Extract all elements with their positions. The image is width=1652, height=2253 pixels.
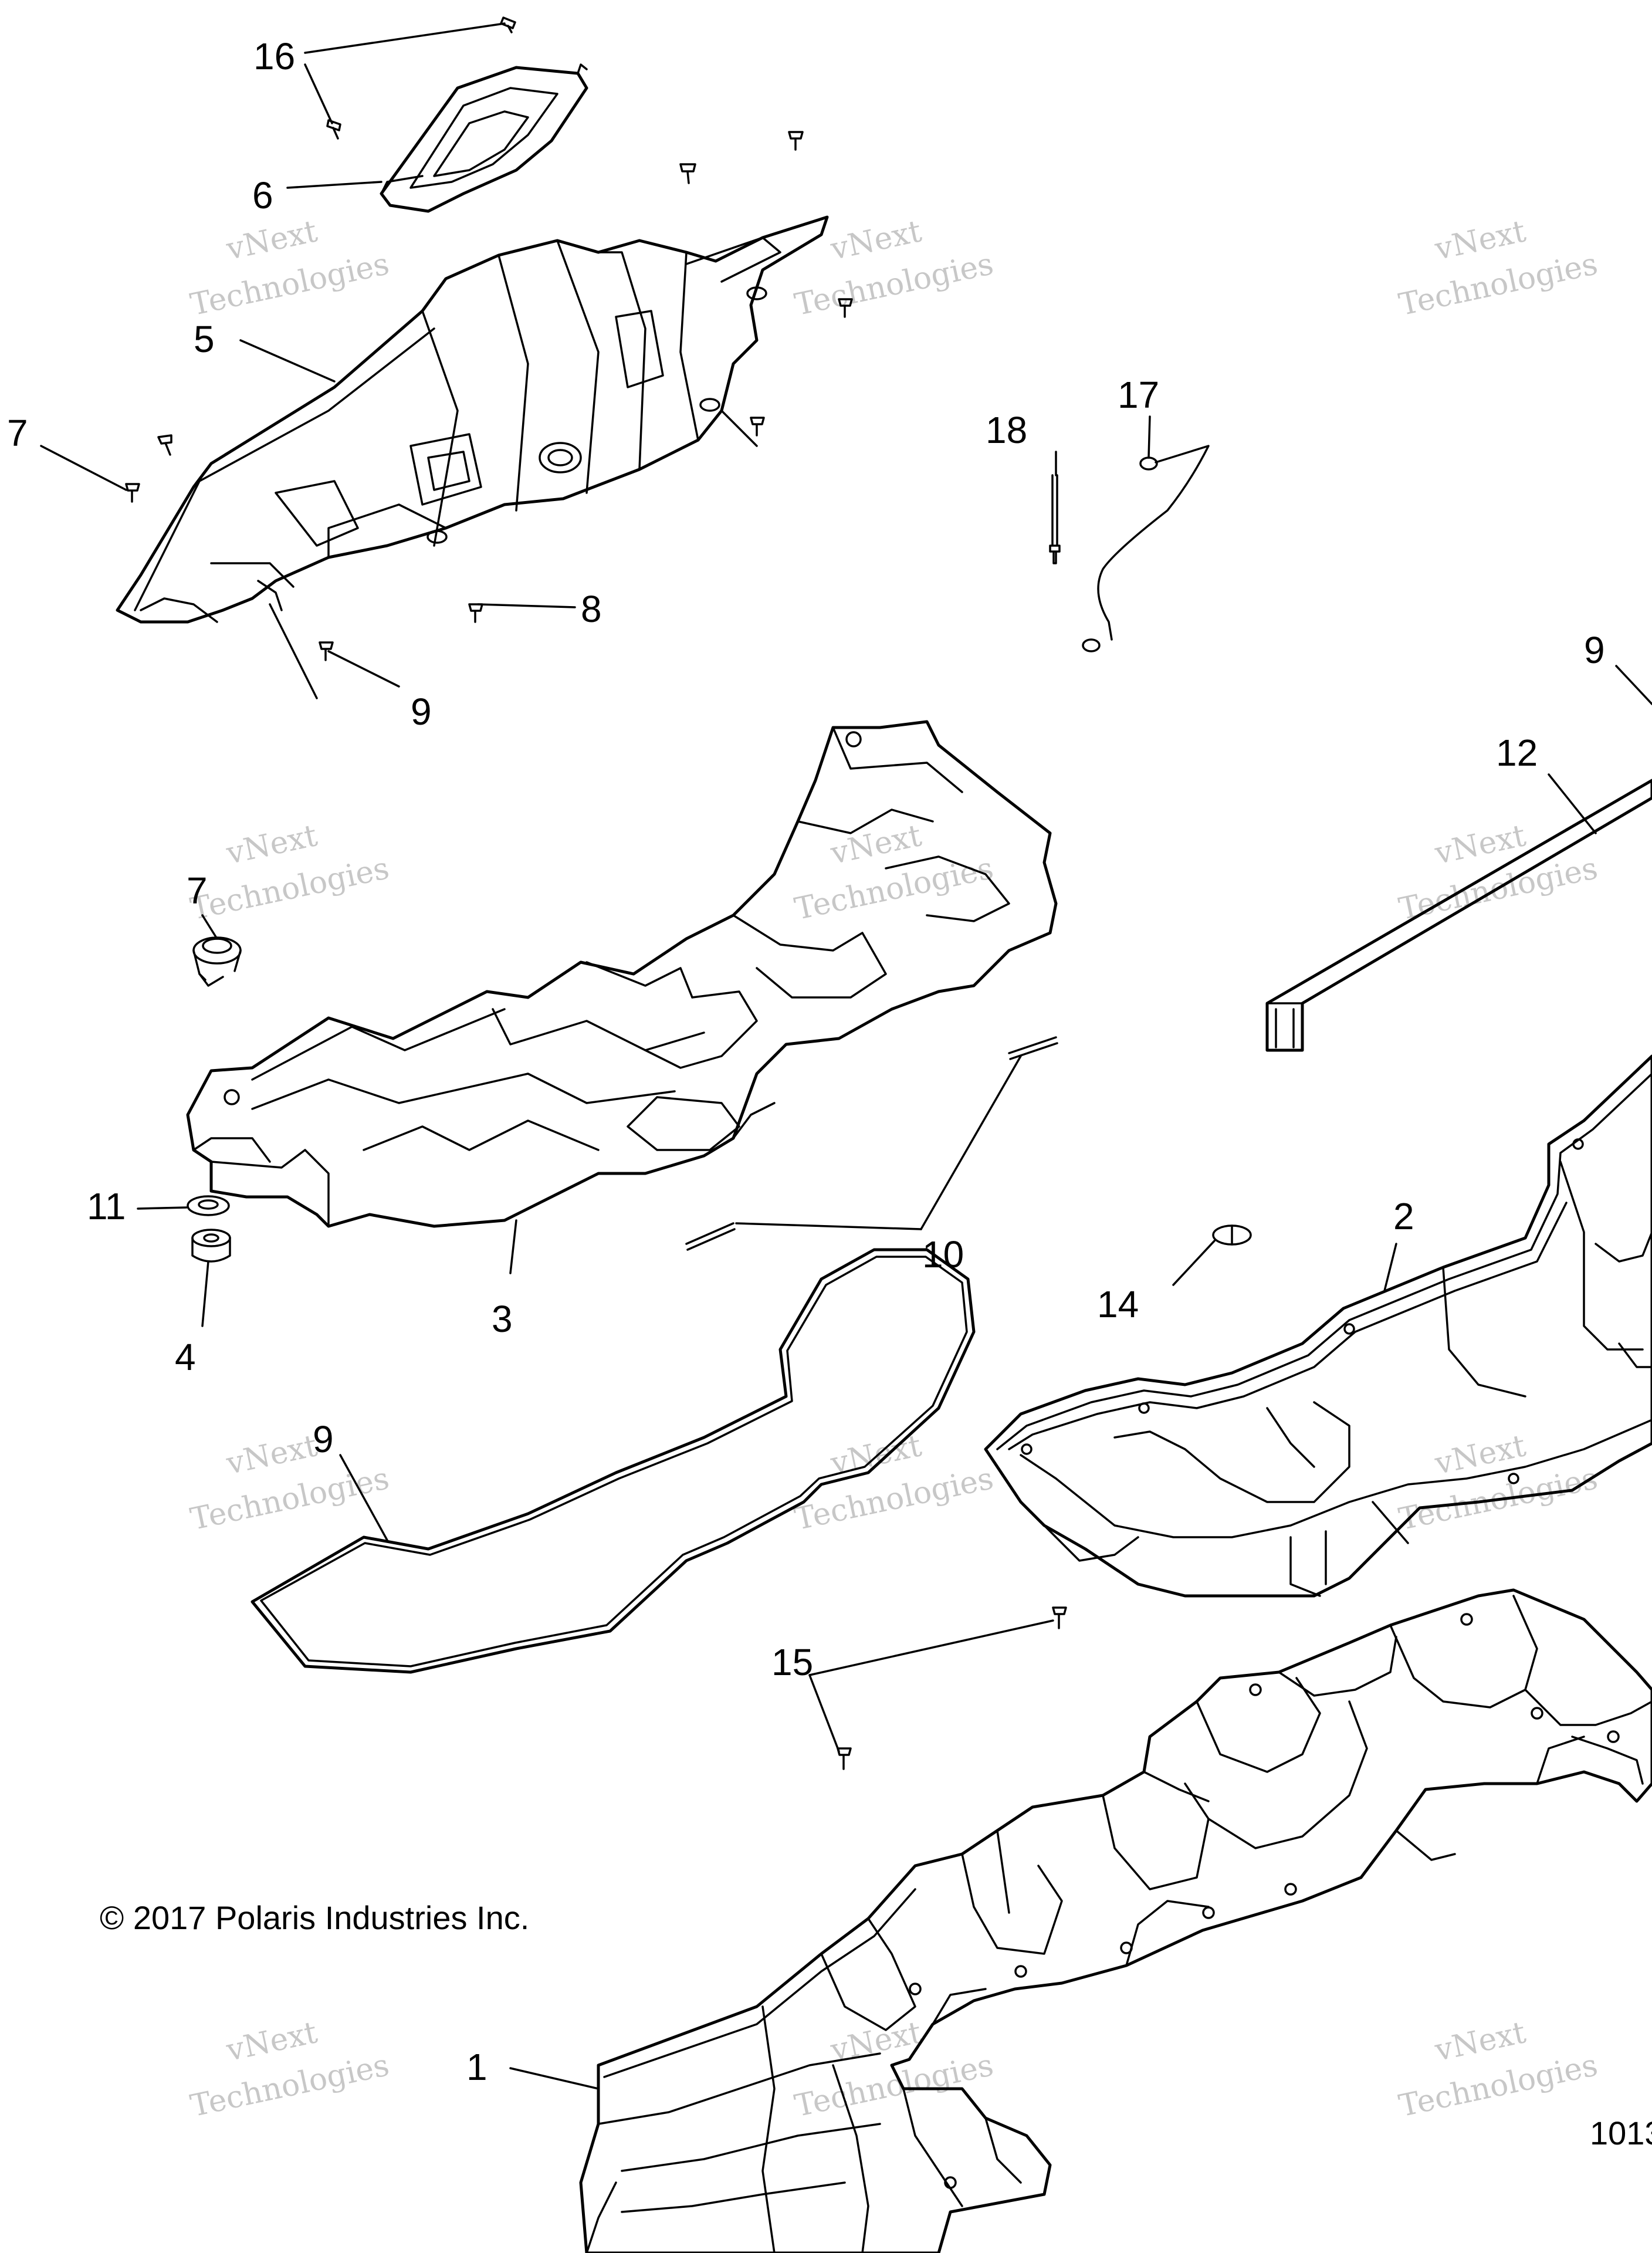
callout-7-right: 8 bbox=[581, 588, 602, 630]
callout-11: 16 bbox=[253, 35, 295, 77]
watermark-line2: Technologies bbox=[791, 851, 996, 927]
fasteners bbox=[125, 16, 1067, 1770]
watermark-bc: vNext Technologies bbox=[791, 2015, 996, 2124]
watermarks: vNext Technologies vNext Technologies vN… bbox=[187, 214, 1600, 2124]
watermark-line1: vNext bbox=[1431, 818, 1529, 871]
watermark-line1: vNext bbox=[1431, 214, 1529, 267]
callout-2: 2 bbox=[1393, 1195, 1414, 1237]
callout-9-bottom: 15 bbox=[771, 1641, 813, 1683]
part-1-main-body bbox=[579, 1588, 1652, 2253]
callout-18: 4 bbox=[175, 1336, 196, 1378]
part-17-washer bbox=[187, 1195, 230, 1216]
copyright-text: © 2017 Polaris Industries Inc. bbox=[100, 1899, 529, 1936]
fastener-e bbox=[157, 434, 172, 456]
fastener-7b bbox=[468, 603, 483, 623]
watermark-line2: Technologies bbox=[187, 1461, 392, 1537]
callout-1: 1 bbox=[466, 2046, 488, 2088]
watermark-lr: vNext Technologies bbox=[1396, 1428, 1600, 1537]
fastener-c bbox=[838, 298, 853, 318]
watermark-line1: vNext bbox=[223, 818, 320, 871]
part-5-bracket bbox=[380, 63, 588, 213]
watermark-line2: Technologies bbox=[791, 246, 996, 323]
leader-lines bbox=[40, 22, 1652, 2090]
watermark-line1: vNext bbox=[223, 2015, 320, 2068]
fastener-9c bbox=[837, 1747, 852, 1770]
watermark-line2: Technologies bbox=[187, 851, 392, 927]
callout-15: 17 bbox=[1118, 374, 1159, 416]
watermark-line2: Technologies bbox=[1396, 246, 1600, 323]
watermark-ll: vNext Technologies bbox=[187, 1428, 392, 1537]
part-3-upper-cover bbox=[116, 215, 829, 624]
callout-14: 14 bbox=[1097, 1283, 1139, 1325]
part-18-bushing bbox=[191, 1229, 231, 1263]
callout-7-left: 7 bbox=[7, 412, 28, 454]
callout-3: 5 bbox=[194, 318, 215, 360]
fastener-a bbox=[679, 163, 696, 184]
watermark-line2: Technologies bbox=[187, 2048, 392, 2124]
part-16-pin bbox=[1049, 474, 1061, 564]
watermark-line1: vNext bbox=[1431, 2015, 1529, 2068]
watermark-bl: vNext Technologies bbox=[187, 2015, 392, 2124]
watermark-line1: vNext bbox=[223, 1428, 320, 1481]
callout-9-right: 9 bbox=[1584, 629, 1605, 671]
callout-16: 18 bbox=[986, 409, 1027, 451]
watermark-tl: vNext Technologies bbox=[187, 214, 392, 323]
fastener-d bbox=[750, 417, 765, 437]
callout-numbers: 16 6 5 7 8 9 18 17 9 12 7 11 4 3 10 14 2… bbox=[7, 35, 1605, 2088]
watermark-ml: vNext Technologies bbox=[187, 818, 392, 927]
callout-9-top: 9 bbox=[411, 691, 432, 733]
watermark-mr: vNext Technologies bbox=[1396, 818, 1600, 927]
watermark-line1: vNext bbox=[223, 214, 320, 267]
fastener-9b bbox=[1052, 1606, 1067, 1629]
callout-10: 10 bbox=[922, 1233, 964, 1276]
callout-17: 11 bbox=[87, 1185, 126, 1227]
watermark-tr: vNext Technologies bbox=[1396, 214, 1600, 323]
watermark-tc: vNext Technologies bbox=[791, 214, 996, 323]
part-12-bar bbox=[1265, 779, 1652, 1052]
watermark-line2: Technologies bbox=[791, 1461, 996, 1537]
part-6-grommet bbox=[192, 936, 242, 987]
watermark-br: vNext Technologies bbox=[1396, 2015, 1600, 2124]
watermark-line2: Technologies bbox=[1396, 2048, 1600, 2124]
watermark-line1: vNext bbox=[827, 214, 925, 267]
callout-6: 7 bbox=[187, 870, 208, 912]
fastener-11a bbox=[500, 16, 516, 33]
callout-5: 6 bbox=[252, 174, 273, 216]
callout-8: 9 bbox=[313, 1418, 334, 1460]
part-15-cable bbox=[1082, 445, 1210, 652]
fastener-9a bbox=[319, 641, 334, 661]
watermark-line2: Technologies bbox=[187, 246, 392, 323]
part-10-rods bbox=[685, 1036, 1058, 1251]
fastener-b bbox=[788, 131, 804, 151]
watermark-lc: vNext Technologies bbox=[791, 1428, 996, 1537]
part-8-seal bbox=[250, 1248, 976, 1674]
callout-4: 3 bbox=[492, 1298, 513, 1340]
part-4-skid-plate bbox=[186, 720, 1058, 1228]
part-2-lower-tray bbox=[984, 1054, 1652, 1598]
callout-12: 12 bbox=[1496, 732, 1538, 774]
fastener-11b bbox=[326, 119, 341, 140]
part-14-clip bbox=[1212, 1224, 1252, 1246]
watermark-line2: Technologies bbox=[791, 2048, 996, 2124]
figure-number: 1013 bbox=[1590, 2115, 1652, 2151]
fastener-7a bbox=[125, 483, 140, 503]
